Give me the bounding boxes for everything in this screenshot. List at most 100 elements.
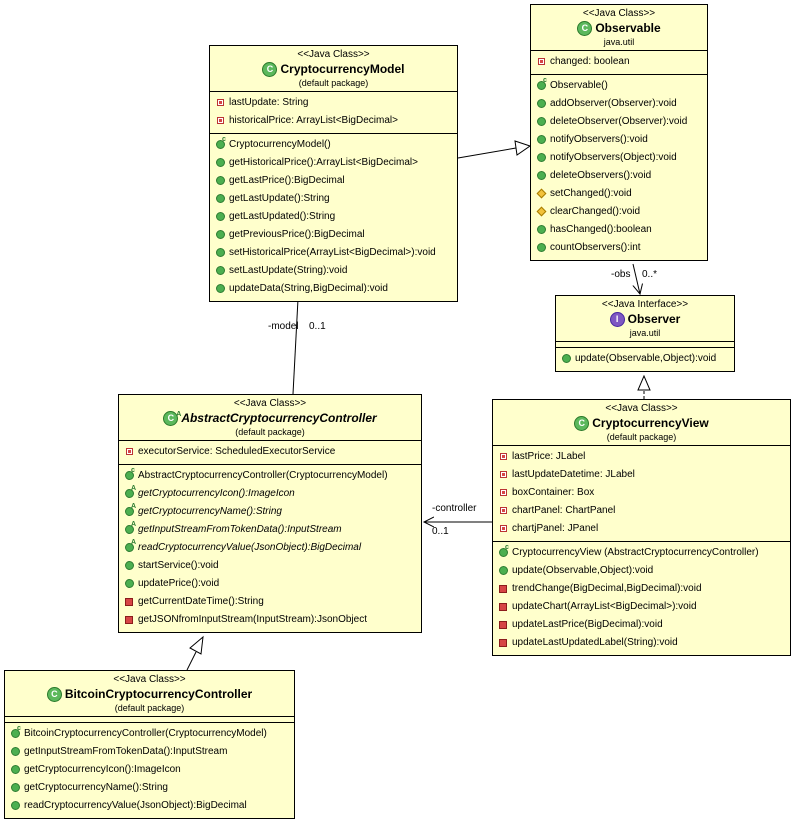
constructor-mark-icon: c xyxy=(505,544,509,551)
method-row[interactable]: countObservers():int xyxy=(531,239,707,257)
method-row[interactable]: setHistoricalPrice(ArrayList<BigDecimal>… xyxy=(210,244,457,262)
abstract-mark-icon: A xyxy=(131,539,137,546)
model-multiplicity-label: 0..1 xyxy=(309,321,326,332)
private-field-icon xyxy=(217,99,224,106)
field-row[interactable]: chartPanel: ChartPanel xyxy=(493,502,790,520)
method-row[interactable]: getJSONfromInputStream(InputStream):Json… xyxy=(119,611,421,629)
package-label: (default package) xyxy=(114,703,185,713)
method-row[interactable]: getCryptocurrencyName():String xyxy=(5,779,294,797)
stereotype-label: <<Java Class>> xyxy=(582,8,656,19)
public-method-icon xyxy=(11,747,20,756)
field-row[interactable]: executorService: ScheduledExecutorServic… xyxy=(119,443,421,461)
stereotype-label: <<Java Class>> xyxy=(605,403,678,414)
method-row[interactable]: getLastUpdate():String xyxy=(210,190,457,208)
method-row[interactable]: startService():void xyxy=(119,557,421,575)
field-row[interactable]: chartjPanel: JPanel xyxy=(493,520,790,538)
public-method-icon xyxy=(499,548,508,557)
method-row[interactable]: updateLastUpdatedLabel(String):void xyxy=(493,634,790,652)
protected-method-icon xyxy=(536,206,547,217)
obs-multiplicity-label: 0..* xyxy=(642,269,658,280)
bitcoin-extends-abstract-line xyxy=(186,651,197,671)
class-name: Observer xyxy=(627,312,681,326)
method-row[interactable]: hasChanged():boolean xyxy=(531,221,707,239)
method-row[interactable]: getCurrentDateTime():String xyxy=(119,593,421,611)
public-method-icon xyxy=(537,225,546,234)
field-row[interactable]: lastPrice: JLabel xyxy=(493,448,790,466)
method-row[interactable]: getLastPrice():BigDecimal xyxy=(210,172,457,190)
method-row[interactable]: updatePrice():void xyxy=(119,575,421,593)
constructor-mark-icon: c xyxy=(222,136,226,143)
public-method-icon xyxy=(499,566,508,575)
model-role-label: -model xyxy=(268,321,299,332)
method-row[interactable]: getCryptocurrencyIcon():ImageIcon xyxy=(5,761,294,779)
field-row[interactable]: boxContainer: Box xyxy=(493,484,790,502)
private-field-icon xyxy=(500,471,507,478)
stereotype-label: <<Java Interface>> xyxy=(601,299,689,310)
method-row[interactable]: getPreviousPrice():BigDecimal xyxy=(210,226,457,244)
method-row[interactable]: update(Observable,Object):void xyxy=(556,350,734,368)
class-name: CryptocurrencyModel xyxy=(280,62,405,76)
method-row[interactable]: updateLastPrice(BigDecimal):void xyxy=(493,616,790,634)
method-row[interactable]: getInputStreamFromTokenData():InputStrea… xyxy=(5,743,294,761)
method-row[interactable]: trendChange(BigDecimal,BigDecimal):void xyxy=(493,580,790,598)
abstract-method-icon xyxy=(125,489,134,498)
class-icon: C xyxy=(577,20,593,36)
public-method-icon xyxy=(537,117,546,126)
public-method-icon xyxy=(125,561,134,570)
method-row[interactable]: update(Observable,Object):void xyxy=(493,562,790,580)
public-method-icon xyxy=(537,135,546,144)
constructor-mark-icon: c xyxy=(131,467,135,474)
empty-field-section xyxy=(5,716,294,722)
method-row[interactable]: clearChanged():void xyxy=(531,203,707,221)
method-row[interactable]: readCryptocurrencyValue(JsonObject):BigD… xyxy=(5,797,294,815)
public-method-icon xyxy=(216,176,225,185)
method-row[interactable]: notifyObservers(Object):void xyxy=(531,149,707,167)
private-method-icon xyxy=(499,585,507,593)
abstract-method-icon xyxy=(125,507,134,516)
method-row[interactable]: setLastUpdate(String):void xyxy=(210,262,457,280)
public-method-icon xyxy=(216,158,225,167)
method-row[interactable]: deleteObserver(Observer):void xyxy=(531,113,707,131)
private-method-icon xyxy=(499,603,507,611)
observable-observer-association-line xyxy=(633,263,640,294)
method-row[interactable]: getLastUpdated():String xyxy=(210,208,457,226)
method-row[interactable]: updateChart(ArrayList<BigDecimal>):void xyxy=(493,598,790,616)
method-row[interactable]: updateData(String,BigDecimal):void xyxy=(210,280,457,298)
public-method-icon xyxy=(537,171,546,180)
model-extends-observable-arrowhead xyxy=(514,140,532,156)
method-row[interactable]: notifyObservers():void xyxy=(531,131,707,149)
field-row[interactable]: changed: boolean xyxy=(531,53,707,71)
field-row[interactable]: lastUpdateDatetime: JLabel xyxy=(493,466,790,484)
field-row[interactable]: historicalPrice: ArrayList<BigDecimal> xyxy=(210,112,457,130)
public-method-icon xyxy=(216,140,225,149)
method-row[interactable]: getHistoricalPrice():ArrayList<BigDecima… xyxy=(210,154,457,172)
field-row[interactable]: lastUpdate: String xyxy=(210,94,457,112)
public-method-icon xyxy=(125,579,134,588)
public-method-icon xyxy=(537,81,546,90)
public-method-icon xyxy=(216,284,225,293)
method-row[interactable]: addObserver(Observer):void xyxy=(531,95,707,113)
class-name: BitcoinCryptocurrencyController xyxy=(64,687,253,701)
controller-role-label: -controller xyxy=(432,503,477,514)
method-row[interactable]: deleteObservers():void xyxy=(531,167,707,185)
package-label: (default package) xyxy=(606,432,677,442)
private-field-icon xyxy=(538,58,545,65)
method-row[interactable]: setChanged():void xyxy=(531,185,707,203)
